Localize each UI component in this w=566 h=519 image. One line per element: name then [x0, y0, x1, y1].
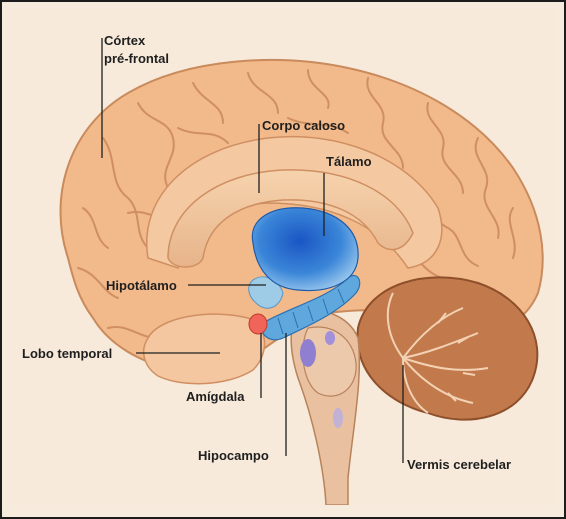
label-hipotalamo: Hipotálamo: [106, 278, 177, 294]
label-amigdala: Amígdala: [186, 389, 245, 405]
label-hipocampo: Hipocampo: [198, 448, 269, 464]
brain-illustration-panel: Córtex pré-frontal Corpo caloso Tálamo H…: [8, 8, 554, 505]
label-vermis-cerebelar: Vermis cerebelar: [407, 457, 511, 473]
mammillary: [325, 331, 335, 345]
label-corpo-caloso: Corpo caloso: [262, 118, 345, 134]
label-lobo-temporal: Lobo temporal: [22, 346, 112, 362]
label-cortex-line2: pré-frontal: [104, 51, 169, 67]
brain-sagittal-illustration: [8, 8, 554, 505]
amygdala: [249, 314, 267, 334]
label-talamo: Tálamo: [326, 154, 372, 170]
temporal-lobe: [144, 314, 265, 384]
pituitary: [300, 339, 316, 367]
label-cortex-line1: Córtex: [104, 33, 145, 49]
